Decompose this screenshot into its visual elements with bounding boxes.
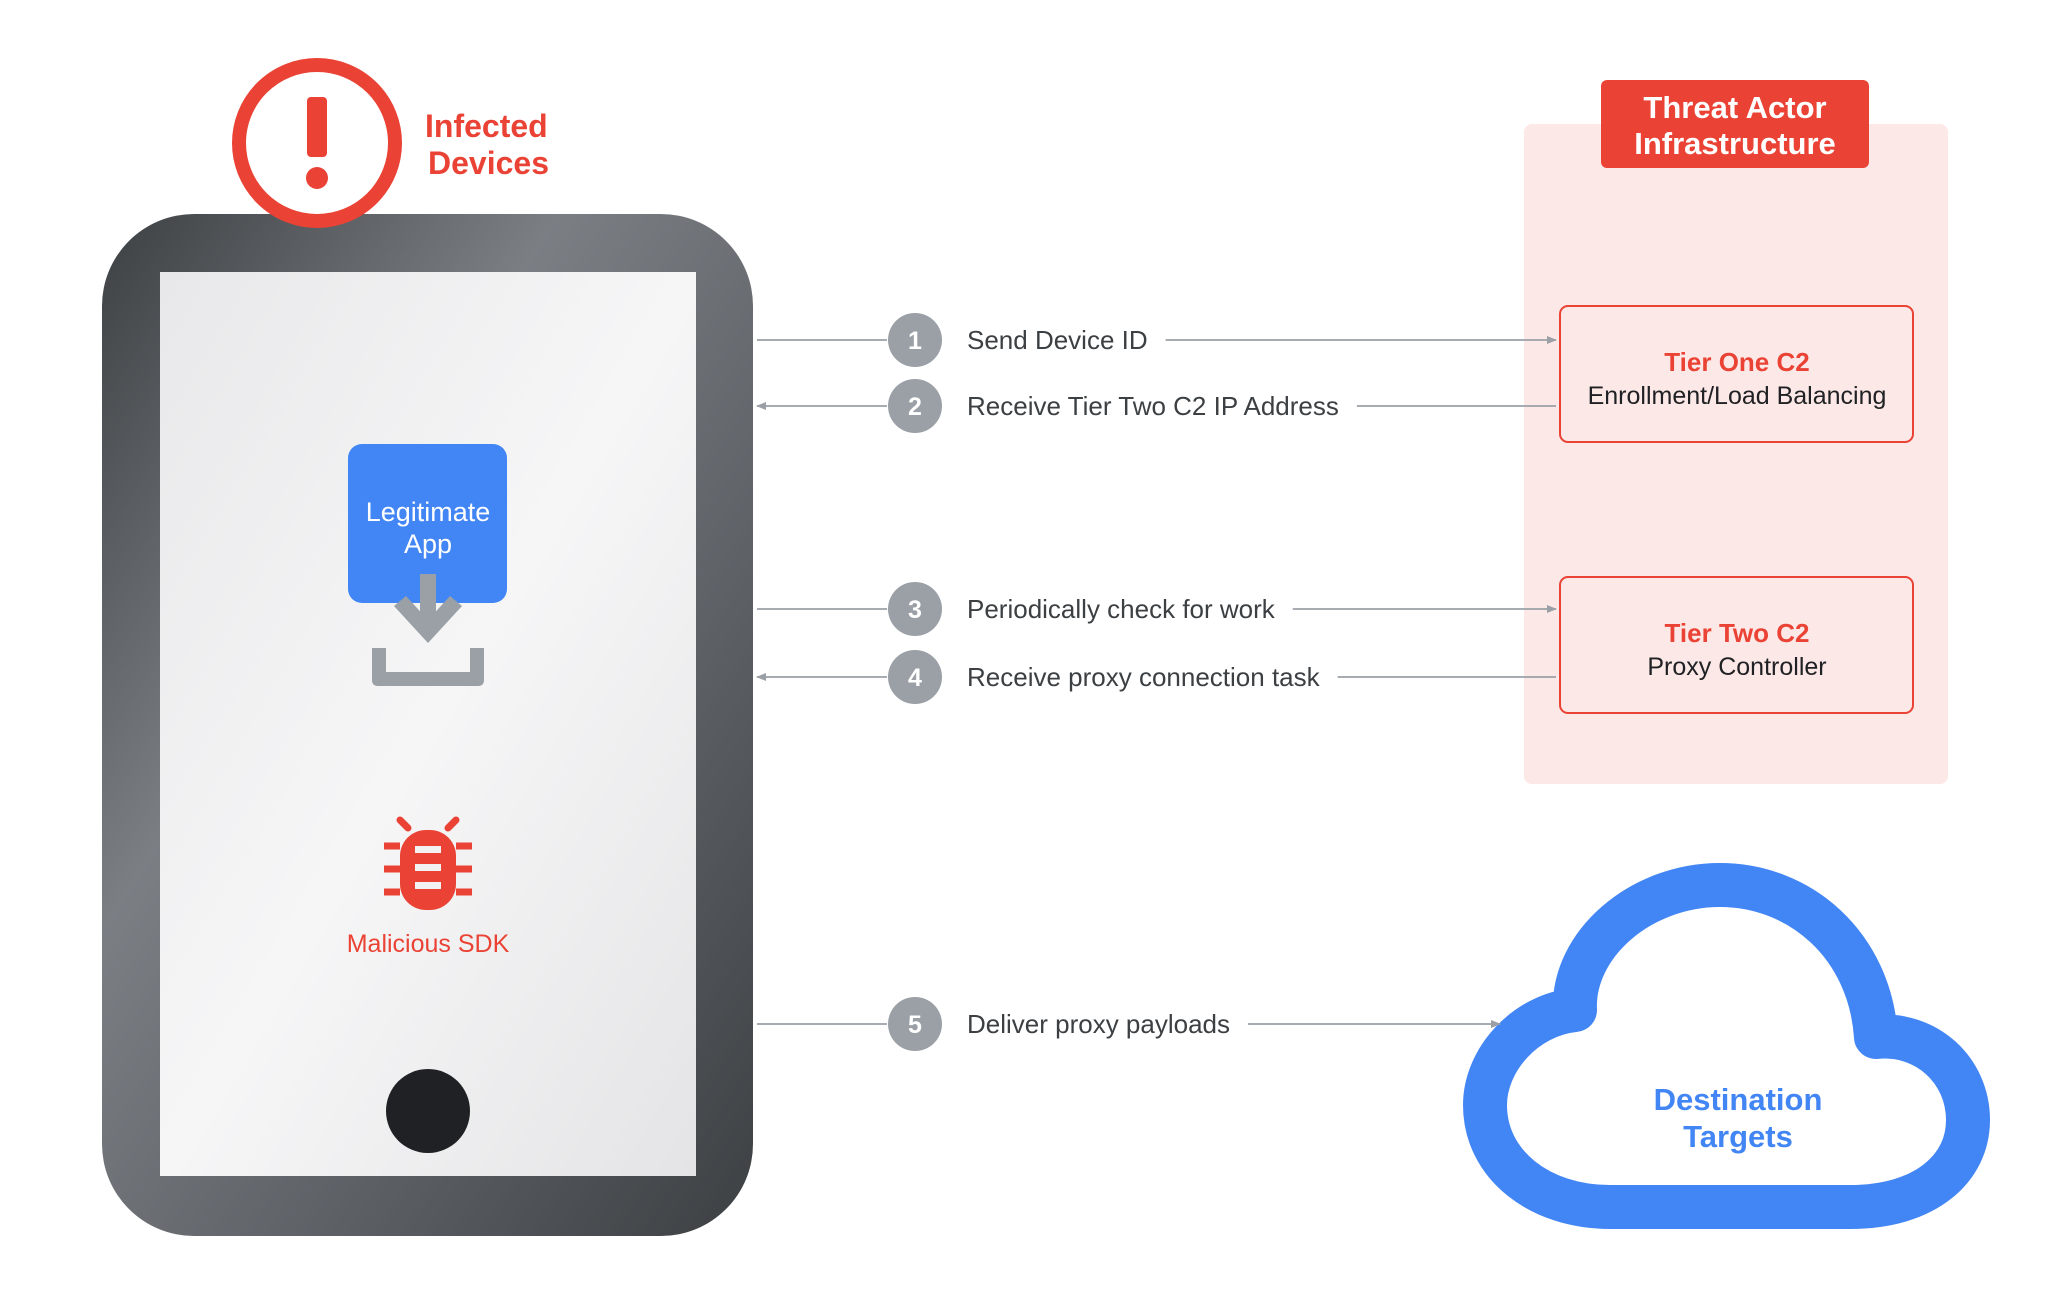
legitimate-app-tile bbox=[348, 444, 507, 603]
malicious-sdk-label: Malicious SDK bbox=[347, 930, 510, 958]
step-badge-3 bbox=[888, 582, 942, 636]
step-label-2: Receive Tier Two C2 IP Address bbox=[967, 391, 1339, 421]
threat-actor-title-line2: Infrastructure bbox=[1634, 126, 1836, 161]
infected-devices-line1: Infected bbox=[425, 108, 548, 144]
step-number-1: 1 bbox=[908, 327, 922, 355]
step-badge-5 bbox=[888, 997, 942, 1051]
step-badge-4 bbox=[888, 650, 942, 704]
tier-one-c2-subtitle: Enrollment/Load Balancing bbox=[1588, 382, 1887, 410]
phone-screen bbox=[160, 272, 696, 1176]
tier-two-c2-title: Tier Two C2 bbox=[1665, 618, 1810, 648]
step-number-5: 5 bbox=[908, 1011, 922, 1039]
threat-actor-title-line1: Threat Actor bbox=[1643, 90, 1826, 125]
step-label-4: Receive proxy connection task bbox=[967, 662, 1321, 692]
infected-devices-line2: Devices bbox=[428, 145, 549, 181]
step-number-2: 2 bbox=[908, 393, 922, 421]
step-row-3: 3 Periodically check for work bbox=[757, 582, 1557, 636]
tier-one-c2-title: Tier One C2 bbox=[1664, 347, 1809, 377]
download-icon bbox=[372, 574, 484, 686]
destination-targets-line1: Destination bbox=[1654, 1082, 1823, 1117]
cloud-icon bbox=[1463, 863, 1990, 1229]
step-number-4: 4 bbox=[908, 664, 922, 692]
step-row-2: 2 Receive Tier Two C2 IP Address bbox=[756, 379, 1556, 433]
legitimate-app-line1: Legitimate bbox=[366, 497, 491, 527]
warning-icon bbox=[232, 58, 402, 228]
home-button bbox=[386, 1069, 470, 1153]
destination-targets-line2: Targets bbox=[1683, 1119, 1793, 1154]
step-row-1: 1 Send Device ID bbox=[757, 313, 1557, 367]
step-label-1: Send Device ID bbox=[967, 325, 1148, 355]
step-badge-2 bbox=[888, 379, 942, 433]
phone-device bbox=[102, 214, 753, 1236]
step-row-4: 4 Receive proxy connection task bbox=[756, 650, 1556, 704]
step-label-5: Deliver proxy payloads bbox=[967, 1009, 1230, 1039]
tier-two-c2-box bbox=[1559, 576, 1914, 714]
step-number-3: 3 bbox=[908, 596, 922, 624]
threat-actor-header bbox=[1601, 80, 1869, 168]
step-row-5: 5 Deliver proxy payloads bbox=[757, 997, 1501, 1051]
tier-two-c2-subtitle: Proxy Controller bbox=[1647, 653, 1826, 681]
step-badge-1 bbox=[888, 313, 942, 367]
tier-one-c2-box bbox=[1559, 305, 1914, 443]
bug-icon bbox=[384, 816, 472, 910]
legitimate-app-line2: App bbox=[404, 529, 452, 559]
steps-layer: 1 Send Device ID 2 Receive Tier Two C2 IP A… bbox=[756, 313, 1557, 1051]
step-label-3: Periodically check for work bbox=[967, 594, 1276, 624]
